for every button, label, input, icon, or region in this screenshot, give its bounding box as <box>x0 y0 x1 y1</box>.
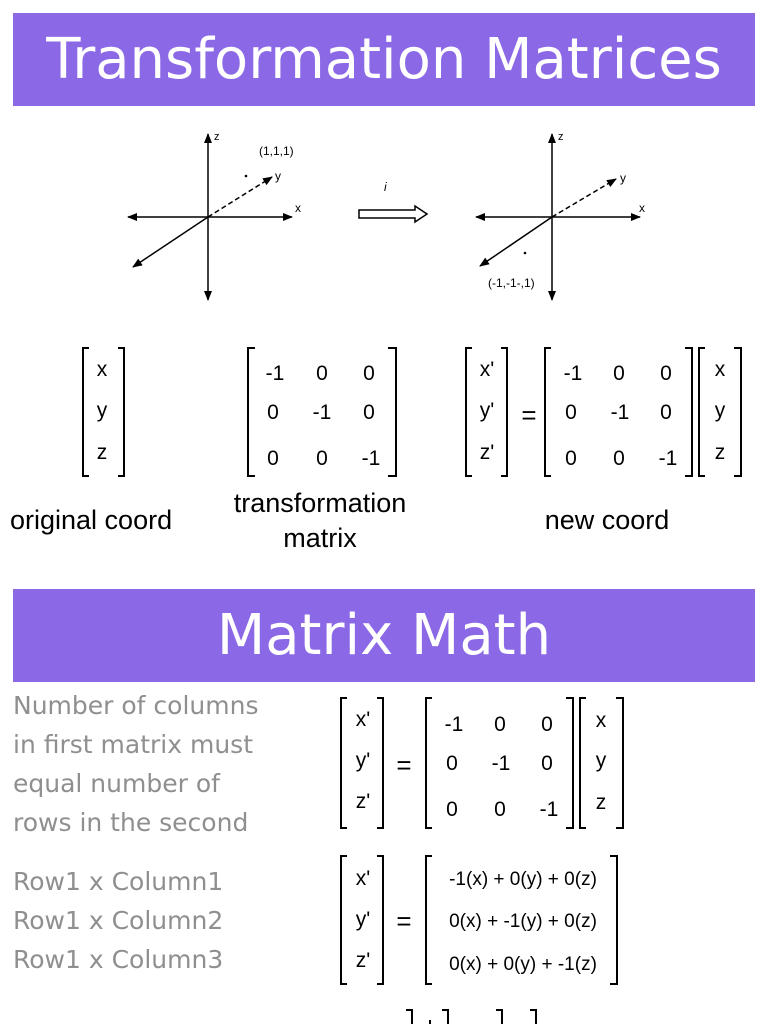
axis-diagram: z x y (1,1,1) i z x y (-1,-1-,1) <box>127 131 645 301</box>
vector-entry: x <box>97 358 108 381</box>
transform-arrow-icon: i <box>358 180 429 224</box>
matrix-cell: -1 <box>445 713 464 736</box>
y-axis-label: y <box>275 169 281 183</box>
vector-prime-entry: y' <box>356 908 371 931</box>
expanded-row: 0(x) + 0(y) + -1(z) <box>449 954 597 975</box>
expanded-equation: x' y' z' = -1(x) + 0(y) + 0(z) 0(x) + -1… <box>340 855 618 985</box>
matrix-cell: 0 <box>660 362 672 385</box>
matrix-cell: -1 <box>540 798 559 821</box>
point-before-label: (1,1,1) <box>259 144 294 158</box>
matrix-cell: 0 <box>267 447 279 470</box>
matrix-cell: 0 <box>660 401 672 424</box>
caption-transformation: transformation matrix <box>233 488 407 553</box>
vector-prime-entry: y' <box>480 399 495 422</box>
section-banner: Matrix Math <box>13 589 755 682</box>
rule-text: Number of columns in first matrix must e… <box>13 686 313 842</box>
new-coord-equation: x' y' z' = -1 0 0 0 -1 0 0 0 -1 x y z <box>465 347 742 477</box>
matrix-cell: 0 <box>494 798 506 821</box>
matrix-cell: -1 <box>611 401 630 424</box>
vector-prime-entry: z' <box>356 790 371 813</box>
matrix-cell: 0 <box>565 447 577 470</box>
matrix-cell: 0 <box>613 447 625 470</box>
expanded-row: 0(x) + -1(y) + 0(z) <box>449 911 597 932</box>
matrix-cell: 0 <box>363 362 375 385</box>
transform-arrow-label: i <box>384 180 387 194</box>
vector-entry: x <box>596 709 607 732</box>
vector-prime-entry: x' <box>480 358 495 381</box>
vector-entry: y <box>715 399 726 422</box>
vector-entry: z <box>715 441 726 464</box>
row-column-text: Row1 x Column1 Row1 x Column2 Row1 x Col… <box>13 862 313 979</box>
matrix-cell: 0 <box>494 713 506 736</box>
matrix-cell: -1 <box>266 362 285 385</box>
transformation-matrix: -1 0 0 0 -1 0 0 0 -1 <box>247 347 397 477</box>
vector-prime-entry: x' <box>356 708 371 731</box>
vector-prime-entry: x' <box>356 867 371 890</box>
title-banner: Transformation Matrices <box>13 13 755 106</box>
rule-line: rows in the second <box>13 808 249 837</box>
matrix-cell: 0 <box>541 752 553 775</box>
caption-original: original coord <box>10 505 173 535</box>
matrix-cell: 0 <box>541 713 553 736</box>
row-column-line: Row1 x Column1 <box>13 867 224 896</box>
matrix-cell: 0 <box>446 798 458 821</box>
original-vector: x y z <box>82 347 125 477</box>
vector-entry: y <box>97 399 108 422</box>
point-after-label: (-1,-1-,1) <box>488 276 535 290</box>
vector-prime-entry: z' <box>356 949 371 972</box>
matrix-cell: 0 <box>565 401 577 424</box>
transformation-equation: x y z -1 0 0 0 -1 0 0 0 -1 x' y' z' = -1… <box>82 347 742 477</box>
row-column-line: Row1 x Column3 <box>13 945 224 974</box>
vector-entry: x <box>715 358 726 381</box>
x-axis-label: x <box>295 201 301 215</box>
matrix-cell: -1 <box>492 752 511 775</box>
equals-sign: = <box>396 906 411 936</box>
vector-prime-entry: y' <box>356 749 371 772</box>
matrix-cell: 0 <box>363 401 375 424</box>
x-axis-label: x <box>639 201 645 215</box>
z-axis-label: z <box>214 131 220 143</box>
partial-equation-cutoff <box>406 1009 537 1024</box>
matrix-cell: -1 <box>313 401 332 424</box>
axes-after: z x y (-1,-1-,1) <box>475 131 645 301</box>
matrix-cell: 0 <box>267 401 279 424</box>
y-axis-label: y <box>620 171 626 185</box>
matrix-cell: 0 <box>316 447 328 470</box>
row-column-line: Row1 x Column2 <box>13 906 224 935</box>
vector-entry: z <box>97 441 108 464</box>
page-title: Transformation Matrices <box>46 27 722 92</box>
matrix-cell: -1 <box>564 362 583 385</box>
z-axis-label: z <box>558 131 564 143</box>
section-title: Matrix Math <box>216 603 552 668</box>
matrix-cell: -1 <box>659 447 678 470</box>
rule-line: equal number of <box>13 769 220 798</box>
matrix-product-equation: x' y' z' = -1 0 0 0 -1 0 0 0 -1 x y z <box>340 697 624 829</box>
expanded-row: -1(x) + 0(y) + 0(z) <box>449 869 597 890</box>
matrix-cell: 0 <box>446 752 458 775</box>
rule-line: Number of columns <box>13 691 259 720</box>
matrix-cell: 0 <box>613 362 625 385</box>
matrix-cell: 0 <box>316 362 328 385</box>
axes-before: z x y (1,1,1) <box>127 131 301 301</box>
equals-sign: = <box>521 400 536 430</box>
equals-sign: = <box>396 750 411 780</box>
vector-entry: z <box>596 791 607 814</box>
vector-entry: y <box>596 749 607 772</box>
vector-prime-entry: z' <box>480 441 495 464</box>
rule-line: in first matrix must <box>13 730 254 759</box>
matrix-cell: -1 <box>362 447 381 470</box>
caption-new: new coord <box>544 505 670 535</box>
